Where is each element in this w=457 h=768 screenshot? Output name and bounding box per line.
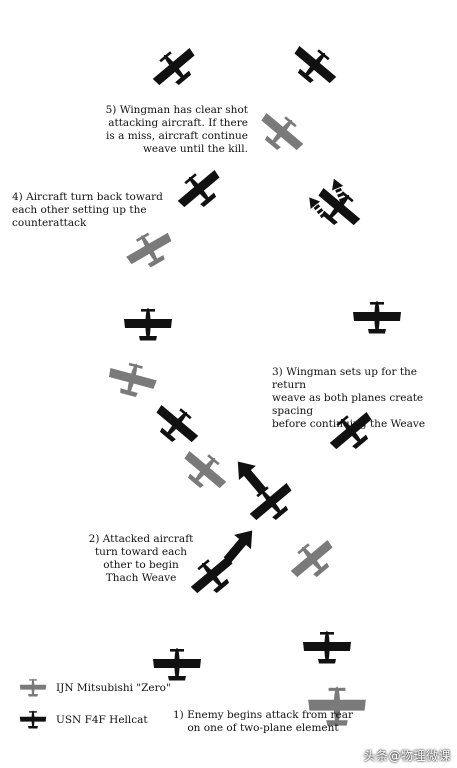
step-3-annotation: 3) Wingman sets up for the return weave … — [272, 366, 426, 430]
step-5-annotation: 5) Wingman has clear shot attacking airc… — [105, 104, 248, 155]
zero-plane — [104, 357, 160, 402]
hellcat-plane — [124, 308, 172, 341]
hellcat-plane — [153, 648, 201, 681]
zero-plane — [120, 223, 179, 276]
zero-plane — [175, 442, 234, 499]
legend-zero-icon — [19, 678, 47, 697]
legend-zero-label: IJN Mitsubishi "Zero" — [56, 682, 171, 694]
step-4-annotation: 4) Aircraft turn back toward each other … — [12, 191, 163, 229]
step-1-annotation: 1) Enemy begins attack from rear on one … — [172, 709, 354, 734]
legend-hellcat-label: USN F4F Hellcat — [56, 714, 148, 726]
hellcat-plane — [170, 161, 229, 218]
zero-plane — [252, 104, 311, 161]
hellcat-plane — [303, 631, 351, 664]
hellcat-plane — [147, 396, 206, 453]
hellcat-plane — [353, 301, 401, 334]
hellcat-plane — [145, 39, 204, 96]
turn-arrow — [229, 454, 272, 499]
hellcat-plane — [285, 37, 344, 94]
legend-hellcat-icon — [19, 710, 47, 729]
watermark: 头条@物理微课 — [363, 749, 451, 763]
step-2-annotation: 2) Attacked aircraft turn toward each ot… — [88, 533, 194, 584]
zero-plane — [283, 531, 342, 588]
